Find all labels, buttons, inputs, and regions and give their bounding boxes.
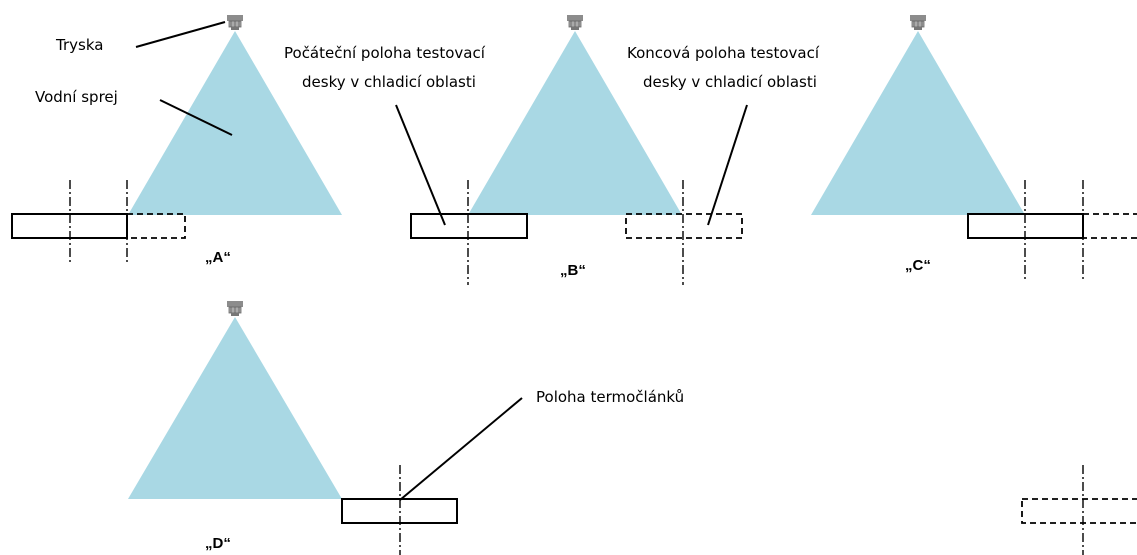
thermocouple-label: Poloha termočlánků	[536, 388, 684, 406]
start-position-leader	[395, 104, 446, 226]
spray-cone-a	[128, 31, 342, 215]
end-position-leader	[707, 104, 748, 226]
case-label-d: „D“	[205, 535, 231, 552]
plate-start-b	[410, 213, 528, 239]
case-label-b: „B“	[560, 262, 586, 279]
spray-cone-c	[811, 31, 1025, 215]
plate-end-a	[126, 213, 186, 239]
case-b: „B“	[410, 14, 743, 285]
case-label-a: „A“	[205, 249, 231, 266]
start-position-label-line1: Počáteční poloha testovací	[284, 44, 486, 62]
nozzle-icon	[566, 14, 584, 31]
end-position-label-line2: desky v chladicí oblasti	[643, 73, 817, 91]
spray-cone-d	[128, 317, 342, 499]
nozzle-icon	[909, 14, 927, 31]
end-position-label-line1: Koncová poloha testovací	[627, 44, 820, 62]
plate-end-d	[1021, 498, 1137, 524]
nozzle-label: Tryska	[55, 36, 103, 54]
nozzle-leader	[135, 21, 226, 48]
case-c: „C“	[811, 14, 1137, 280]
thermocouple-leader	[399, 397, 523, 501]
spray-leader	[159, 99, 233, 136]
spray-cone-b	[468, 31, 682, 215]
case-a: „A“	[11, 14, 342, 266]
case-d: „D“	[128, 300, 1137, 555]
plate-end-c	[1082, 213, 1137, 239]
nozzle-icon	[226, 14, 244, 31]
case-label-c: „C“	[905, 257, 931, 274]
spray-label: Vodní sprej	[35, 88, 118, 106]
plate-end-b	[625, 213, 743, 239]
nozzle-icon	[226, 300, 244, 317]
start-position-label-line2: desky v chladicí oblasti	[302, 73, 476, 91]
